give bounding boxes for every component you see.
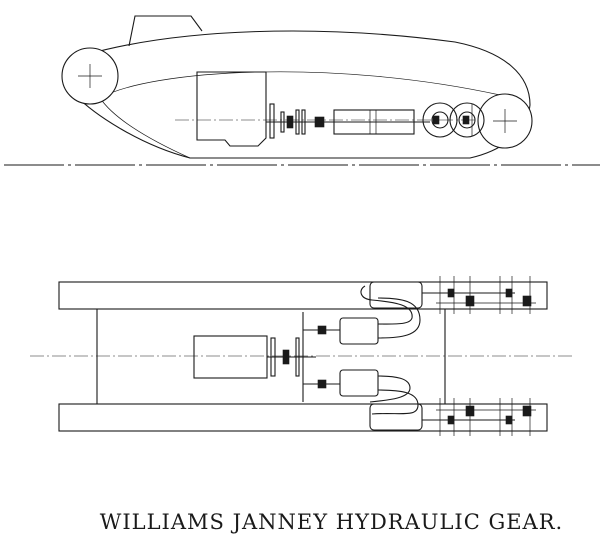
cab xyxy=(128,15,203,47)
gear-left xyxy=(422,102,458,138)
motor-lower xyxy=(369,403,423,431)
pump-upper xyxy=(339,317,379,345)
engine-plan xyxy=(193,335,268,379)
plan-view xyxy=(30,276,572,436)
hull-outline xyxy=(74,30,531,159)
hull-nose-line xyxy=(99,97,191,159)
gear-right xyxy=(449,102,485,138)
side-elevation xyxy=(4,15,600,166)
drawing-caption: WILLIAMS JANNEY HYDRAULIC GEAR. xyxy=(99,510,564,534)
final-drive-lower xyxy=(436,398,536,436)
pipe-lower xyxy=(371,389,419,415)
pump-lower xyxy=(339,369,379,397)
hydraulic-pump xyxy=(333,109,415,135)
final-drive-upper xyxy=(436,276,536,314)
track-line xyxy=(99,71,501,99)
engine-block xyxy=(196,71,267,147)
pipe-upper xyxy=(360,285,413,325)
motor-upper xyxy=(369,281,423,309)
flywheel xyxy=(269,103,275,139)
